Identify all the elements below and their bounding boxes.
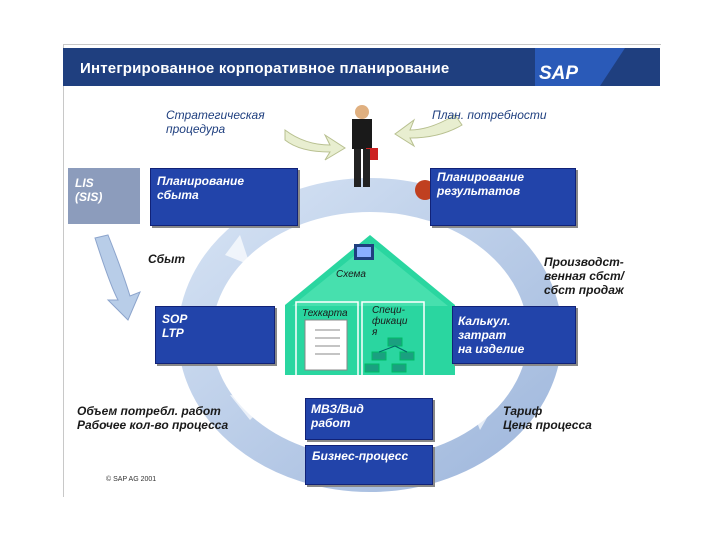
sop-box bbox=[155, 306, 275, 364]
techcard-label: Техкарта bbox=[302, 308, 348, 319]
business-process-box bbox=[305, 445, 433, 485]
lis-box bbox=[68, 168, 140, 224]
sap-logo-shape bbox=[535, 48, 625, 86]
scheme-label: Схема bbox=[336, 269, 366, 280]
sap-logo: SAP bbox=[539, 63, 579, 84]
mvz-label: МВЗ/Вид работ bbox=[311, 402, 364, 430]
sales-label: Сбыт bbox=[148, 252, 186, 266]
sop-label: SOP LTP bbox=[162, 312, 188, 340]
tariff-label: Тариф Цена процесса bbox=[503, 404, 592, 432]
mvz-box bbox=[305, 398, 433, 440]
volume-label: Объем потребл. работ Рабочее кол-во проц… bbox=[77, 404, 229, 432]
sales-planning-label: Планирование сбыта bbox=[157, 174, 245, 202]
spec-label: Специ- фикаци я bbox=[372, 305, 408, 338]
costing-box bbox=[452, 306, 576, 364]
business-process-label: Бизнес-процесс bbox=[312, 449, 409, 463]
results-planning-box bbox=[430, 168, 576, 226]
sales-planning-box bbox=[150, 168, 298, 226]
costing-label: Калькул. затрат на изделие bbox=[458, 314, 525, 356]
production-label: Производст- венная сбст/ сбст продаж bbox=[544, 255, 624, 297]
copyright-text: © SAP AG 2001 bbox=[106, 476, 157, 483]
lis-label: LIS (SIS) bbox=[75, 176, 103, 204]
page-title: Интегрированное корпоративное планирован… bbox=[80, 60, 450, 77]
plan-needs-label: План. потребности bbox=[432, 108, 547, 122]
strategic-procedure-label: Стратегическая процедура bbox=[166, 108, 265, 136]
results-planning-label: Планирование результатов bbox=[437, 170, 525, 198]
